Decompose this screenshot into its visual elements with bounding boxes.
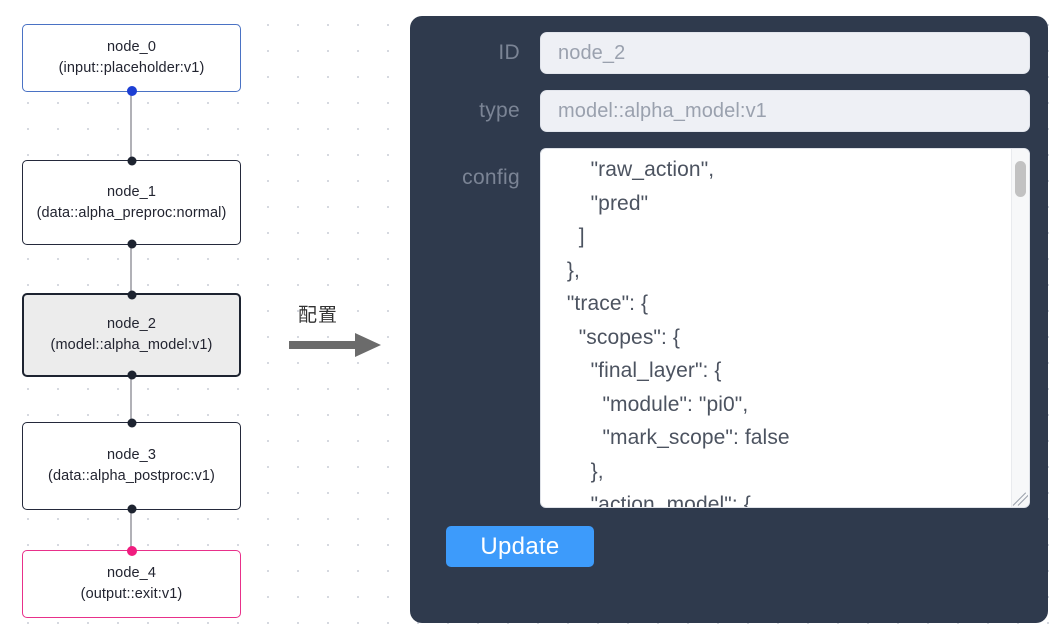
node-handle-target[interactable] [127, 418, 136, 428]
node-type-label: (model::alpha_model:v1) [50, 337, 213, 353]
graph-node-node_0[interactable]: node_0 (input::placeholder:v1) [22, 24, 241, 96]
graph-node-node_3[interactable]: node_3 (data::alpha_postproc:v1) [22, 418, 241, 514]
graph-node-node_4[interactable]: node_4 (output::exit:v1) [22, 546, 241, 618]
node-handle-source[interactable] [127, 504, 136, 514]
type-field-control [540, 90, 1030, 132]
graph-node-node_1[interactable]: node_1 (data::alpha_preproc:normal) [22, 156, 241, 249]
type-input[interactable] [540, 90, 1030, 132]
id-field-control [540, 32, 1030, 74]
config-field-control: "raw_action", "pred" ] }, "trace": { "sc… [540, 148, 1030, 508]
edge-node0-node1 [130, 92, 132, 160]
node-handle-source[interactable] [127, 239, 136, 249]
node-id-label: node_1 [107, 183, 156, 200]
node-type-label: (output::exit:v1) [80, 586, 183, 602]
resize-grip-icon[interactable] [1012, 490, 1028, 506]
node-type-label: (data::alpha_preproc:normal) [36, 204, 227, 221]
node-id-label: node_4 [107, 565, 156, 581]
id-field-label: ID [498, 41, 520, 64]
config-scrollbar-thumb[interactable] [1015, 161, 1026, 197]
node-handle-source[interactable] [127, 370, 136, 380]
field-row-config: config "raw_action", "pred" ] }, "trace"… [428, 148, 1030, 508]
config-panel: ID type config "raw_action", "pred" ] },… [410, 16, 1048, 623]
node-handle-target[interactable] [126, 546, 137, 556]
edge-node1-node2 [130, 245, 132, 293]
type-field-label: type [479, 99, 520, 122]
node-handle-source[interactable] [126, 86, 137, 96]
graph-node-node_2[interactable]: node_2 (model::alpha_model:v1) [22, 290, 241, 380]
node-handle-target[interactable] [127, 156, 136, 166]
update-button[interactable]: Update [446, 526, 594, 567]
config-textarea-wrap: "raw_action", "pred" ] }, "trace": { "sc… [540, 148, 1030, 508]
edge-node2-node3 [130, 377, 132, 422]
transition-group: 配置 [289, 300, 399, 360]
node-type-label: (input::placeholder:v1) [58, 60, 205, 76]
node-handle-target[interactable] [127, 290, 136, 300]
config-textarea[interactable]: "raw_action", "pred" ] }, "trace": { "sc… [540, 148, 1030, 508]
node-id-label: node_2 [107, 316, 156, 332]
config-field-label: config [462, 166, 520, 189]
field-row-id: ID [428, 32, 1030, 74]
id-input[interactable] [540, 32, 1030, 74]
node-type-label: (data::alpha_postproc:v1) [48, 468, 215, 484]
transition-label: 配置 [298, 304, 339, 326]
right-arrow-icon [289, 333, 381, 357]
node-id-label: node_3 [107, 447, 156, 463]
edge-node3-node4 [130, 510, 132, 550]
field-row-type: type [428, 90, 1030, 132]
node-id-label: node_0 [107, 39, 156, 55]
config-scrollbar[interactable] [1011, 149, 1029, 507]
